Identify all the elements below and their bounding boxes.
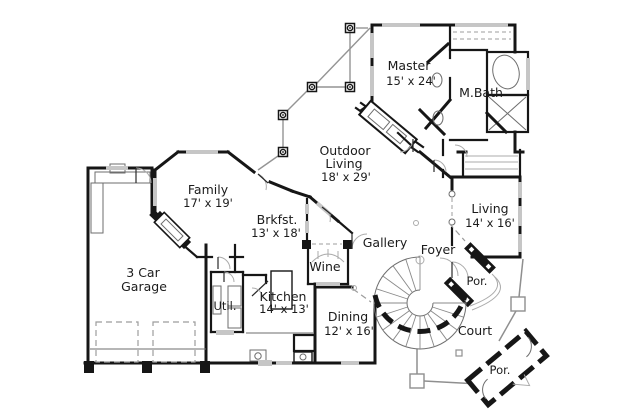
svg-text:18' x 29': 18' x 29' <box>321 170 371 184</box>
garage-workbench-icon <box>90 163 151 234</box>
room-label-kitchen: Kitchen 14' x 13' <box>259 289 309 316</box>
svg-text:Family: Family <box>188 182 229 197</box>
svg-text:Foyer: Foyer <box>421 242 456 257</box>
rear-porch-walls <box>464 327 550 409</box>
windows <box>106 23 530 366</box>
svg-text:13' x 18': 13' x 18' <box>251 226 301 240</box>
svg-text:Dining: Dining <box>328 309 368 324</box>
toilet-icon <box>431 72 444 126</box>
svg-text:Outdoor: Outdoor <box>319 143 371 158</box>
svg-text:14' x 13': 14' x 13' <box>259 302 309 316</box>
washer-dryer-icon <box>212 285 242 329</box>
room-label-wine: Wine <box>309 259 340 274</box>
court-marker <box>455 349 463 357</box>
mbath-walls <box>417 23 530 179</box>
garage-posts <box>84 361 210 373</box>
svg-text:Living: Living <box>325 156 362 171</box>
bathtub-icon <box>492 54 520 90</box>
room-label-mbath: M.Bath <box>459 85 503 100</box>
room-label-garage: 3 Car Garage <box>121 265 167 294</box>
hall-walls <box>396 131 525 180</box>
range-icon <box>293 351 313 363</box>
room-label-living: Living 14' x 16' <box>465 201 515 230</box>
svg-text:3 Car: 3 Car <box>126 265 160 280</box>
svg-text:Util.: Util. <box>214 299 237 313</box>
wine-walls <box>302 240 352 286</box>
spiral-staircase-icon <box>372 255 468 350</box>
svg-text:Court: Court <box>458 323 492 338</box>
svg-text:Wine: Wine <box>309 259 340 274</box>
svg-text:17' x 19': 17' x 19' <box>183 196 233 210</box>
svg-text:M.Bath: M.Bath <box>459 85 503 100</box>
svg-text:Gallery: Gallery <box>363 235 408 250</box>
room-label-master: Master 15' x 24' <box>386 58 436 88</box>
corner-shower-icon <box>484 96 527 135</box>
room-label-dining: Dining 12' x 16' <box>324 309 374 338</box>
room-labels: Master 15' x 24' M.Bath Outdoor Living 1… <box>121 58 515 377</box>
kitchen-island-icon <box>270 270 293 310</box>
room-label-court: Court <box>458 323 492 338</box>
garage-door-icon <box>95 321 196 363</box>
court-fence <box>409 258 526 389</box>
deck-lines <box>257 27 518 311</box>
room-label-porch-rear: Por. <box>490 363 511 377</box>
svg-text:Garage: Garage <box>121 279 167 294</box>
svg-text:Master: Master <box>388 58 432 73</box>
entry-porch-walls <box>443 242 496 308</box>
room-label-brkfst: Brkfst. 13' x 18' <box>251 212 301 240</box>
svg-text:Por.: Por. <box>467 274 488 288</box>
room-label-gallery: Gallery <box>363 235 408 250</box>
room-label-outdoor-living: Outdoor Living 18' x 29' <box>319 143 371 184</box>
sink-icon <box>249 349 267 362</box>
svg-text:Brkfst.: Brkfst. <box>257 212 298 227</box>
svg-text:14' x 16': 14' x 16' <box>465 216 515 230</box>
room-label-util: Util. <box>214 299 237 313</box>
svg-text:Kitchen: Kitchen <box>260 289 307 304</box>
door-swings <box>135 138 468 300</box>
svg-text:12' x 16': 12' x 16' <box>324 324 374 338</box>
svg-text:Por.: Por. <box>490 363 511 377</box>
room-label-porch-entry: Por. <box>467 274 488 288</box>
room-label-family: Family 17' x 19' <box>183 182 233 210</box>
column-post-icons <box>277 22 356 158</box>
svg-text:15' x 24': 15' x 24' <box>386 74 436 88</box>
room-label-foyer: Foyer <box>421 242 456 257</box>
fireplace-icon <box>152 210 192 250</box>
svg-text:Living: Living <box>471 201 508 216</box>
